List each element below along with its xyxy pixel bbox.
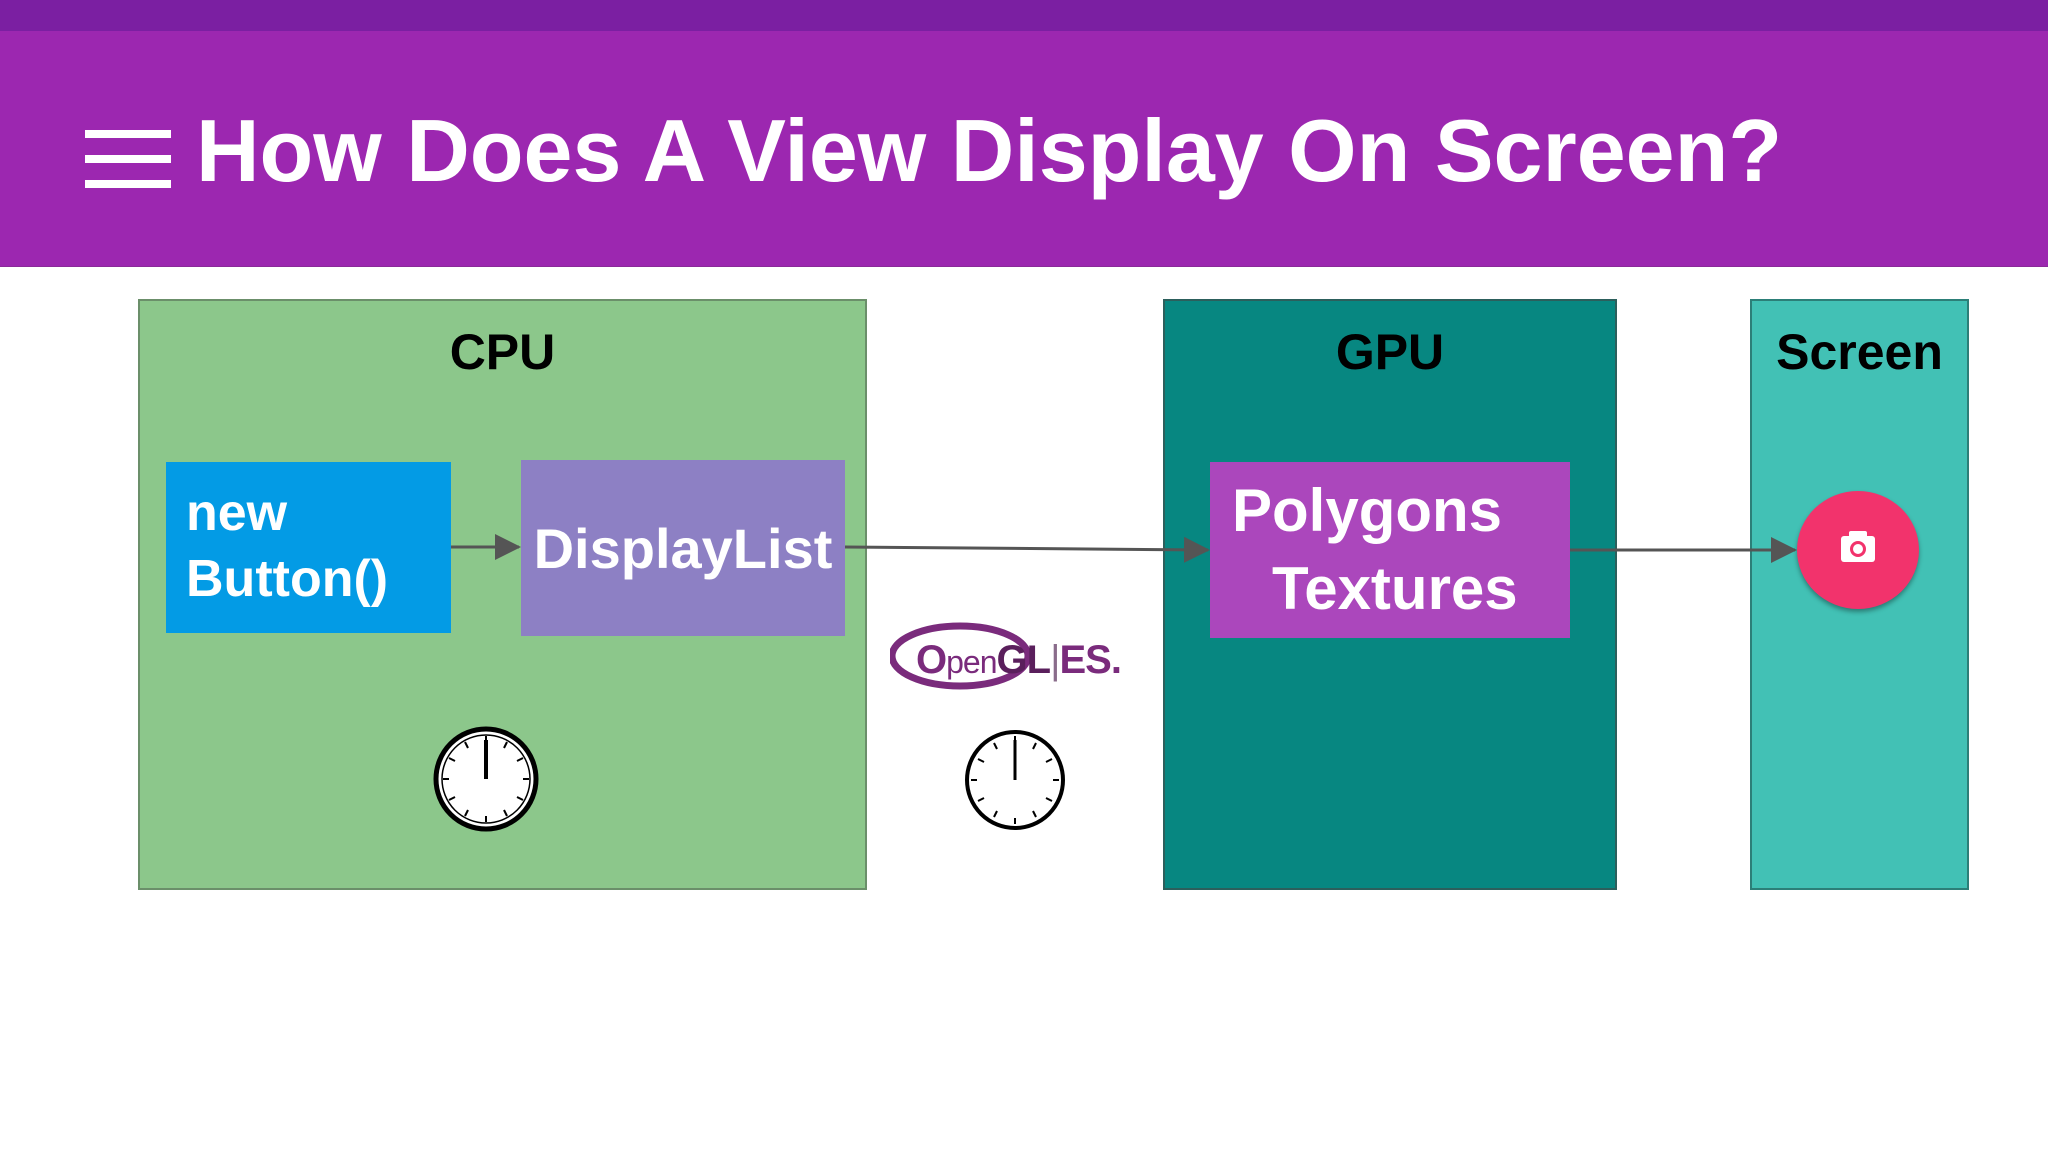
polygons-label: Polygons: [1232, 477, 1503, 544]
textures-label: Textures: [1272, 555, 1518, 622]
opengl-es: ES: [1059, 638, 1111, 682]
new-button-line1: new: [186, 484, 288, 542]
opengl-swoosh-icon: [890, 622, 1032, 690]
slide-header: How Does A View Display On Screen?: [0, 31, 2048, 267]
screen-title: Screen: [1776, 324, 1943, 380]
opengl-o: O: [916, 638, 947, 682]
camera-icon: [1841, 531, 1875, 562]
opengl-gl: GL: [996, 638, 1052, 682]
displaylist-label: DisplayList: [533, 516, 833, 580]
opengl-sep: |: [1050, 638, 1060, 682]
cpu-clock-icon: [433, 726, 539, 832]
opengl-es-logo: OpenGL|ES.: [890, 620, 1130, 700]
new-button-line2: Button(): [186, 550, 389, 608]
transfer-clock-icon: [965, 730, 1065, 830]
opengl-dot: .: [1110, 638, 1122, 682]
gpu-title: GPU: [1335, 324, 1445, 380]
new-button-node: new Button(): [166, 462, 451, 633]
opengl-pen: pen: [946, 644, 997, 680]
menu-icon[interactable]: [85, 130, 171, 188]
page-title: How Does A View Display On Screen?: [196, 101, 1783, 200]
polygons-textures-node: Polygons Textures: [1210, 462, 1570, 638]
cpu-title: CPU: [449, 324, 556, 380]
camera-fab[interactable]: [1797, 491, 1919, 609]
arrow-displaylist-to-gpu: [844, 536, 1210, 563]
top-accent-bar: [0, 0, 2048, 31]
displaylist-node: DisplayList: [521, 460, 845, 636]
